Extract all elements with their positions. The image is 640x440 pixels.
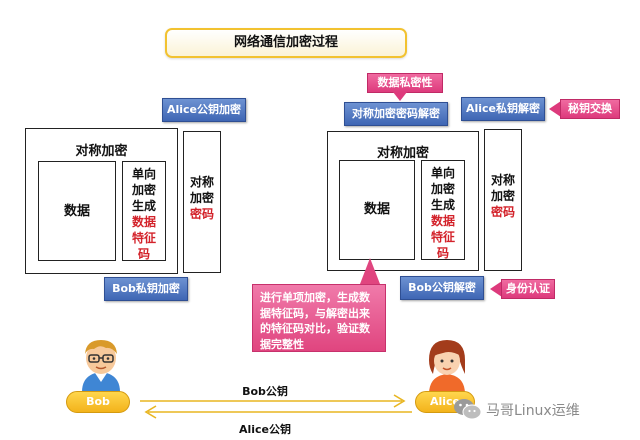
left-data-label: 数据 (63, 204, 90, 219)
note-line: 的特征码对比，验证数 (260, 322, 370, 335)
right-key-line: 对称 (490, 173, 515, 187)
left-symmetric-label: 对称加密 (75, 144, 128, 159)
left-hash-box (122, 161, 166, 261)
left-hash-red-line: 数据 (131, 215, 156, 229)
alice-avatar-icon (429, 340, 465, 394)
left-hash-line: 生成 (131, 199, 156, 213)
left-hash-red-line: 码 (137, 247, 150, 261)
right-key-red: 密码 (490, 205, 515, 219)
watermark-text: 马哥Linux运维 (486, 403, 580, 419)
bob-badge: Bob (66, 391, 130, 413)
right-data-label: 数据 (363, 202, 390, 217)
bob-avatar-icon (82, 340, 120, 392)
right-hash-line: 加密 (430, 182, 455, 196)
left-key-text: 对称 加密 密码 (183, 174, 221, 222)
right-hash-line: 单向 (430, 166, 455, 180)
right-hash-red-line: 数据 (430, 214, 455, 228)
sym-decrypt-tag: 对称加密密码解密 (344, 102, 448, 126)
alice-pubkey-label: Alice公钥 (238, 423, 292, 436)
right-hash-red-line: 码 (436, 246, 449, 260)
left-data-box (38, 161, 116, 261)
left-hash-text: 单向 加密 生成 数据 特征 码 (122, 166, 166, 262)
left-alice-pubkey-tag: Alice公钥加密 (162, 98, 246, 122)
right-hash-red-line: 特征 (430, 230, 455, 244)
identity-tag: 身份认证 (501, 279, 555, 299)
right-key-box (484, 129, 522, 271)
right-key-line: 加密 (490, 189, 515, 203)
left-key-red: 密码 (189, 207, 214, 221)
note-line: 据特征码，与解密出来 (260, 306, 370, 320)
wechat-icon (454, 399, 482, 420)
arrow-to-bob (144, 405, 412, 419)
key-exchange-pointer (549, 101, 561, 117)
left-key-box (183, 131, 221, 273)
identity-pointer (490, 281, 502, 297)
right-data-box (339, 160, 415, 260)
integrity-note: 进行单项加密，生成数 据特征码，与解密出来 的特征码对比，验证数 据完整性 (252, 284, 386, 352)
left-hash-red-line: 特征 (131, 231, 156, 245)
integrity-tag-pointer (393, 92, 407, 101)
right-alice-privkey-tag: Alice私钥解密 (461, 97, 545, 121)
left-key-line: 加密 (189, 191, 214, 205)
diagram-title: 网络通信加密过程 (165, 28, 407, 58)
right-symmetric-label: 对称加密 (376, 146, 429, 161)
integrity-tag: 数据私密性 (367, 73, 443, 93)
right-bob-pubkey-tag: Bob公钥解密 (400, 276, 484, 300)
arrow-to-alice (140, 394, 406, 408)
right-hash-text: 单向 加密 生成 数据 特征 码 (421, 165, 465, 261)
right-hash-box (421, 160, 465, 260)
note-line: 进行单项加密，生成数 (260, 291, 370, 304)
key-exchange-tag: 秘钥交换 (560, 99, 620, 119)
bob-pubkey-label: Bob公钥 (242, 385, 288, 398)
right-key-text: 对称 加密 密码 (484, 172, 522, 220)
right-hash-line: 生成 (430, 198, 455, 212)
left-key-line: 对称 (189, 175, 214, 189)
note-pointer (360, 258, 380, 284)
left-hash-line: 单向 (131, 167, 156, 181)
left-hash-line: 加密 (131, 183, 156, 197)
left-bob-privkey-tag: Bob私钥加密 (104, 277, 188, 301)
note-line: 据完整性 (260, 337, 304, 351)
